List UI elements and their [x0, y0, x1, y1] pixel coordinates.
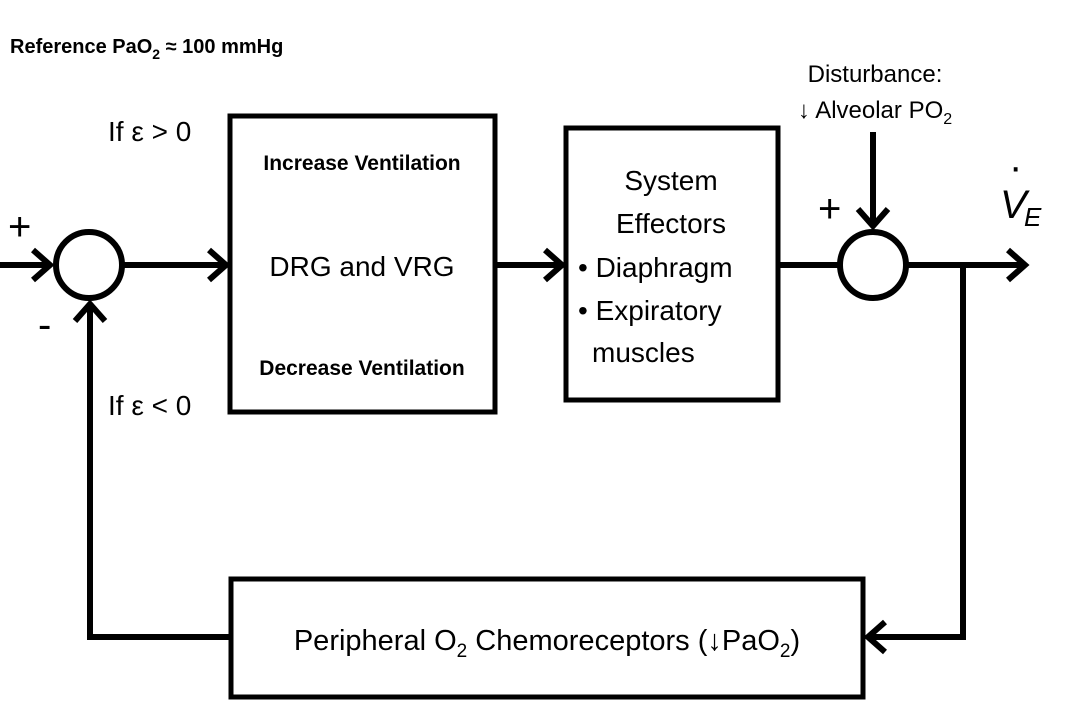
disturbance-label: Disturbance: [808, 61, 943, 88]
controller-box [227, 113, 498, 415]
effector-expiratory: • Expiratory [578, 295, 722, 326]
disturbance-value-prefix: ↓ Alveolar PO [798, 97, 943, 124]
feedback-path-line [87, 304, 231, 640]
disturbance-arrowhead [855, 207, 891, 231]
feedback-label-subscript: 2 [457, 641, 468, 662]
feedback-return-line [868, 265, 966, 640]
feedback-input-arrowhead [72, 299, 108, 323]
disturbance-plus-sign: + [818, 187, 841, 231]
comparator-circle [53, 229, 125, 301]
controller-title: DRG and VRG [269, 251, 454, 282]
feedback-label-middle: Chemoreceptors (↓PaO [467, 625, 780, 657]
effectors-title-line1: System [624, 165, 717, 196]
output-symbol-dot: · [1009, 145, 1022, 189]
condition-positive: If ε > 0 [108, 116, 191, 147]
error-arrowhead [207, 247, 231, 283]
reference-label: Reference PaO2 ≈ 100 mmHg [10, 36, 283, 62]
disturbance-summing-circle [837, 229, 909, 301]
feedback-box [228, 576, 866, 700]
comparator-minus-sign: - [38, 303, 51, 347]
effector-muscles: muscles [592, 337, 695, 368]
effectors-title-line2: Effectors [616, 208, 726, 239]
disturbance-value-subscript: 2 [943, 111, 952, 128]
output-symbol-letter: V [1000, 183, 1030, 227]
reference-label-subscript: 2 [152, 46, 160, 62]
output-arrowhead [1006, 247, 1030, 283]
controller-output-arrowhead [543, 247, 567, 283]
comparator-plus-sign: + [8, 205, 31, 249]
disturbance-value: ↓ Alveolar PO2 [798, 97, 952, 128]
reference-label-prefix: Reference PaO [10, 36, 152, 58]
effectors-box [563, 125, 781, 403]
feedback-label-subscript2: 2 [780, 641, 791, 662]
controller-increase-label: Increase Ventilation [263, 152, 460, 175]
output-symbol: V · E [1000, 145, 1042, 232]
output-symbol-subscript: E [1024, 202, 1042, 232]
controller-decrease-label: Decrease Ventilation [259, 357, 464, 380]
effector-diaphragm: • Diaphragm [578, 252, 733, 283]
feedback-label-prefix: Peripheral O [294, 625, 457, 657]
feedback-arrowhead [863, 619, 887, 655]
reference-arrowhead [31, 247, 55, 283]
reference-label-suffix: ≈ 100 mmHg [160, 36, 283, 58]
feedback-label-suffix: ) [790, 625, 800, 657]
feedback-label: Peripheral O2 Chemoreceptors (↓PaO2) [294, 625, 800, 662]
condition-negative: If ε < 0 [108, 390, 191, 421]
